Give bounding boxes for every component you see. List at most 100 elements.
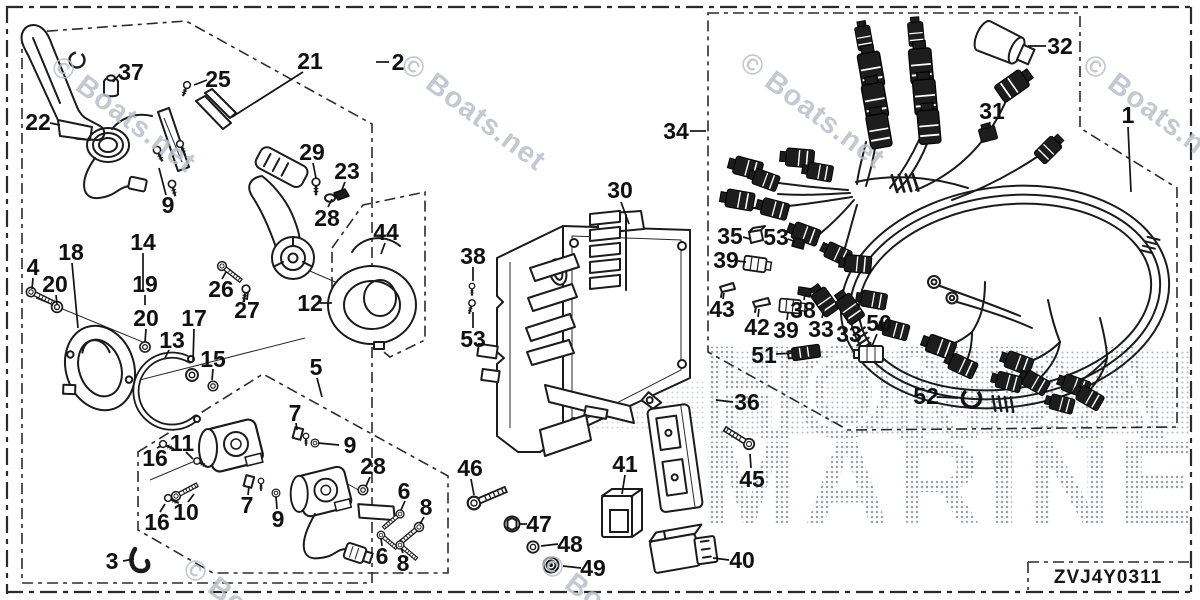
part-35 bbox=[748, 225, 766, 244]
washer-49 bbox=[542, 556, 560, 574]
leader-line-10 bbox=[187, 493, 195, 503]
control-handle bbox=[20, 24, 106, 141]
leader-line-48 bbox=[540, 543, 559, 547]
part-ref-35: 35 bbox=[717, 223, 743, 249]
part-ref-22: 22 bbox=[25, 109, 51, 135]
part-ref-7: 7 bbox=[241, 492, 254, 518]
leader-line-21 bbox=[231, 71, 304, 118]
part-ref-17: 17 bbox=[181, 305, 207, 331]
leader-line-46 bbox=[470, 478, 475, 496]
brand-line2: MARINE bbox=[700, 417, 1200, 549]
washer-20b bbox=[139, 341, 151, 353]
part-ref-1: 1 bbox=[1122, 102, 1135, 128]
part-42 bbox=[752, 297, 771, 313]
part-ref-53: 53 bbox=[763, 224, 789, 250]
leader-line-11 bbox=[185, 451, 194, 460]
part-ref-16: 16 bbox=[142, 445, 168, 471]
part-ref-28: 28 bbox=[314, 205, 340, 231]
part-ref-4: 4 bbox=[27, 254, 40, 280]
part-ref-51: 51 bbox=[751, 342, 777, 368]
leader-line-20 bbox=[55, 294, 58, 305]
leader-line-45 bbox=[749, 453, 752, 469]
leader-line-39 bbox=[737, 260, 747, 263]
part-50 bbox=[853, 345, 884, 363]
part-ref-33: 33 bbox=[836, 321, 862, 347]
part-ref-7: 7 bbox=[289, 400, 302, 426]
part-ref-13: 13 bbox=[159, 327, 185, 353]
leader-line-20 bbox=[144, 328, 147, 343]
diagram-code: ZVJ4Y0311 bbox=[1053, 567, 1163, 588]
part-ref-31: 31 bbox=[979, 98, 1005, 124]
leader-line-25 bbox=[193, 79, 208, 86]
leader-line-52 bbox=[936, 396, 959, 399]
leader-line-31 bbox=[987, 121, 991, 131]
part-ref-50: 50 bbox=[866, 310, 892, 336]
leader-line-18 bbox=[71, 262, 79, 329]
lever-bracket-21 bbox=[178, 79, 237, 130]
part-ref-39: 39 bbox=[773, 317, 799, 343]
leader-line-44 bbox=[380, 242, 386, 255]
leader-line-33 bbox=[846, 315, 849, 324]
clip-3 bbox=[129, 546, 151, 574]
leader-line-41 bbox=[621, 474, 626, 495]
part-ref-18: 18 bbox=[58, 239, 84, 265]
part-ref-47: 47 bbox=[526, 511, 552, 537]
part-ref-25: 25 bbox=[205, 66, 231, 92]
leader-line-15 bbox=[211, 368, 214, 381]
mount-plate-14 bbox=[23, 284, 151, 412]
part-ref-19: 19 bbox=[132, 271, 158, 297]
part-ref-41: 41 bbox=[612, 451, 638, 477]
nut-47 bbox=[503, 515, 521, 533]
screw-29 bbox=[310, 176, 322, 197]
leader-line-16 bbox=[159, 503, 166, 513]
page-borders bbox=[5, 5, 1194, 594]
part-ref-9: 9 bbox=[162, 192, 175, 218]
ecu-module-36 bbox=[640, 391, 704, 513]
part-ref-49: 49 bbox=[580, 555, 606, 581]
leader-line-37 bbox=[112, 73, 121, 83]
leader-line-50 bbox=[871, 333, 878, 347]
part-ref-39: 39 bbox=[713, 247, 739, 273]
leader-line-16 bbox=[156, 445, 162, 449]
washer-28 bbox=[324, 193, 336, 203]
leader-line-23 bbox=[340, 181, 346, 193]
part-ref-33: 33 bbox=[808, 316, 834, 342]
leader-line-9 bbox=[317, 442, 340, 446]
part-ref-23: 23 bbox=[334, 158, 360, 184]
leader-line-36 bbox=[715, 399, 734, 403]
part-ref-16: 16 bbox=[144, 509, 170, 535]
washer-28b bbox=[357, 484, 369, 496]
cable-connector bbox=[127, 175, 148, 193]
part-ref-32: 32 bbox=[1047, 33, 1073, 59]
leader-line-8 bbox=[419, 516, 425, 525]
leader-line-40 bbox=[712, 557, 730, 561]
part-ref-38: 38 bbox=[790, 297, 816, 323]
part-ref-3: 3 bbox=[106, 548, 119, 574]
part-ref-6: 6 bbox=[376, 543, 389, 569]
part-ref-6: 6 bbox=[398, 478, 411, 504]
retaining-ring-13 bbox=[132, 351, 201, 431]
part-ref-29: 29 bbox=[299, 139, 325, 165]
leader-line-7 bbox=[295, 422, 298, 431]
part-ref-30: 30 bbox=[607, 177, 633, 203]
connector-cluster-top bbox=[852, 15, 943, 151]
part-ref-52: 52 bbox=[913, 383, 939, 409]
part-ref-44: 44 bbox=[373, 219, 399, 245]
cap-32 bbox=[973, 19, 1036, 66]
snap-ring bbox=[68, 51, 86, 69]
leader-line-28 bbox=[365, 476, 371, 487]
mount-bracket-9 bbox=[151, 107, 190, 199]
leader-line-1 bbox=[1127, 126, 1132, 193]
grommet-52 bbox=[960, 389, 983, 409]
leader-line-28 bbox=[327, 198, 333, 208]
part-ref-21: 21 bbox=[297, 48, 323, 74]
part-ref-38: 38 bbox=[460, 243, 486, 269]
leader-line-13 bbox=[164, 349, 170, 359]
part-ref-8: 8 bbox=[397, 550, 410, 576]
part-ref-34: 34 bbox=[663, 118, 689, 144]
leader-line-5 bbox=[316, 377, 323, 398]
leader-line-6 bbox=[380, 537, 383, 547]
washer bbox=[207, 380, 219, 392]
part-ref-9: 9 bbox=[344, 432, 357, 458]
